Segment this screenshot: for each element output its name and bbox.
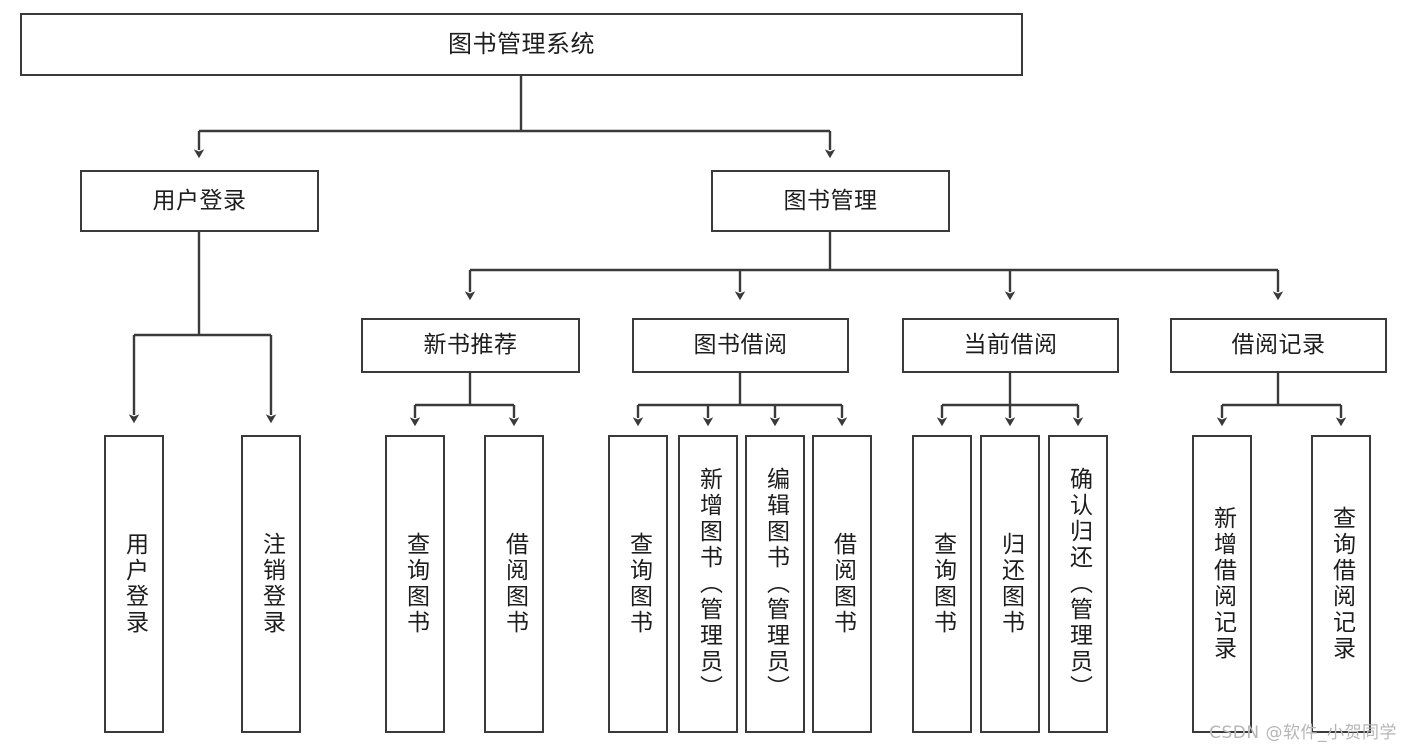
node-leaf-user-login-label: 用户登录 bbox=[121, 532, 148, 636]
node-leaf-borrow-book-2[interactable]: 借阅图书 bbox=[812, 435, 872, 733]
node-leaf-query-book-3[interactable]: 查询图书 bbox=[912, 435, 972, 733]
node-leaf-return-book-label: 归还图书 bbox=[997, 532, 1024, 636]
node-leaf-query-book-2-label: 查询图书 bbox=[625, 532, 652, 636]
node-leaf-borrow-book-2-label: 借阅图书 bbox=[829, 532, 856, 636]
node-leaf-edit-book[interactable]: 编辑图书（管理员） bbox=[745, 435, 805, 733]
node-leaf-borrow-book-1-label: 借阅图书 bbox=[501, 532, 528, 636]
node-leaf-return-book[interactable]: 归还图书 bbox=[980, 435, 1040, 733]
node-root[interactable]: 图书管理系统 bbox=[20, 13, 1023, 76]
node-borrow-record[interactable]: 借阅记录 bbox=[1170, 318, 1387, 373]
node-leaf-user-login[interactable]: 用户登录 bbox=[104, 435, 164, 733]
csdn-watermark: CSDN @软件_小贺同学 bbox=[1209, 723, 1397, 743]
node-new-book-recommend[interactable]: 新书推荐 bbox=[361, 318, 580, 373]
node-leaf-query-book-2[interactable]: 查询图书 bbox=[608, 435, 668, 733]
node-leaf-query-record-label: 查询借阅记录 bbox=[1328, 506, 1355, 662]
node-leaf-confirm-return-label: 确认归还（管理员） bbox=[1065, 467, 1092, 701]
node-leaf-query-book-1-label: 查询图书 bbox=[402, 532, 429, 636]
node-leaf-confirm-return[interactable]: 确认归还（管理员） bbox=[1048, 435, 1108, 733]
node-leaf-borrow-book-1[interactable]: 借阅图书 bbox=[484, 435, 544, 733]
node-borrow-record-label: 借阅记录 bbox=[1231, 332, 1326, 359]
node-leaf-query-book-3-label: 查询图书 bbox=[929, 532, 956, 636]
node-leaf-add-record-label: 新增借阅记录 bbox=[1209, 506, 1236, 662]
node-leaf-query-record[interactable]: 查询借阅记录 bbox=[1311, 435, 1371, 733]
node-leaf-edit-book-label: 编辑图书（管理员） bbox=[762, 467, 789, 701]
node-book-manage[interactable]: 图书管理 bbox=[711, 170, 950, 232]
node-current-borrow-label: 当前借阅 bbox=[963, 332, 1058, 359]
node-leaf-query-book-1[interactable]: 查询图书 bbox=[385, 435, 445, 733]
node-new-book-recommend-label: 新书推荐 bbox=[423, 332, 518, 359]
node-book-manage-label: 图书管理 bbox=[783, 187, 878, 214]
node-user-login[interactable]: 用户登录 bbox=[80, 170, 319, 232]
node-leaf-add-book[interactable]: 新增图书（管理员） bbox=[678, 435, 738, 733]
node-book-borrow-label: 图书借阅 bbox=[693, 332, 788, 359]
node-leaf-add-book-label: 新增图书（管理员） bbox=[695, 467, 722, 701]
node-leaf-add-record[interactable]: 新增借阅记录 bbox=[1192, 435, 1252, 733]
node-leaf-user-logout[interactable]: 注销登录 bbox=[241, 435, 301, 733]
node-leaf-user-logout-label: 注销登录 bbox=[258, 532, 285, 636]
node-user-login-label: 用户登录 bbox=[152, 187, 247, 214]
node-root-label: 图书管理系统 bbox=[448, 29, 595, 58]
node-current-borrow[interactable]: 当前借阅 bbox=[902, 318, 1119, 373]
node-book-borrow[interactable]: 图书借阅 bbox=[632, 318, 849, 373]
